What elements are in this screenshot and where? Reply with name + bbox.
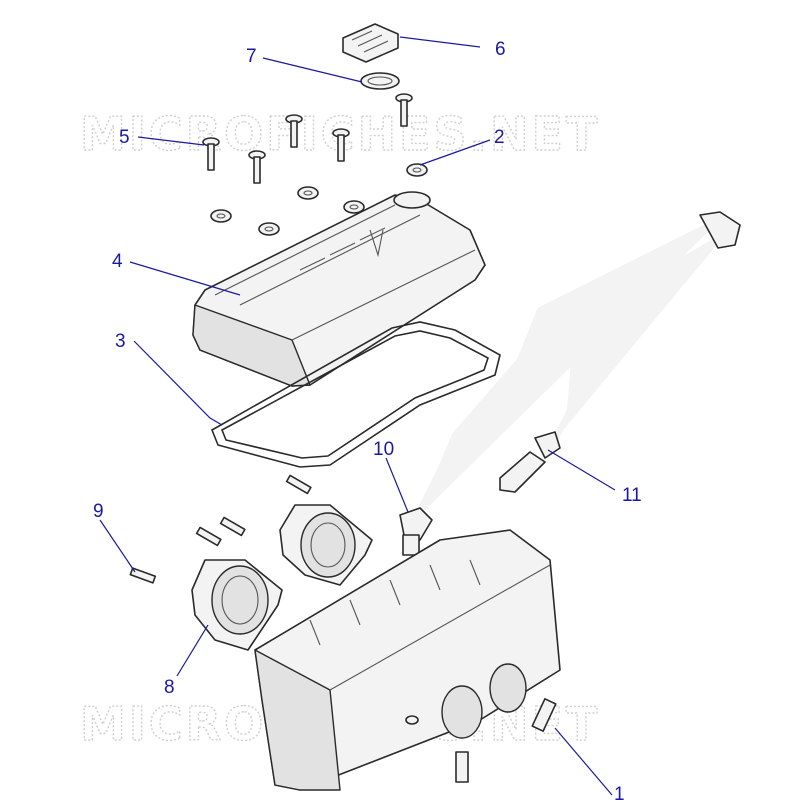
grommets [210,163,428,236]
leader-2 [419,139,491,166]
callout-9: 9 [93,501,104,522]
leader-6 [399,36,481,48]
callout-5: 5 [119,127,130,148]
callout-1: 1 [614,784,625,800]
callout-8: 8 [164,677,175,698]
callout-7: 7 [246,46,257,67]
cover-bolts [202,93,413,184]
leader-11 [547,449,616,491]
leader-5 [137,136,205,146]
leader-8 [176,624,209,677]
valve-cover [192,191,486,387]
clamp-bolts [129,474,312,584]
breather-hoses [399,211,741,556]
callout-10: 10 [373,439,394,460]
callout-3: 3 [115,331,126,352]
leader-10 [385,457,409,513]
spark-plugs [455,698,557,783]
leader-7 [262,57,363,83]
leader-4 [129,261,241,296]
callout-4: 4 [112,251,123,272]
leader-1 [554,727,613,796]
callout-6: 6 [495,39,506,60]
callout-11: 11 [622,485,642,506]
valve-cover-gasket [210,321,501,468]
oil-filler-cap [342,23,399,63]
leader-3 [133,340,223,426]
intake-boots [191,504,373,651]
callout-labels: 6 7 5 2 4 3 10 11 9 8 1 [93,39,642,800]
leader-9 [99,519,136,573]
leader-lines [99,36,616,796]
o-ring [360,72,400,90]
callout-2: 2 [494,127,505,148]
cylinder-head [254,529,561,791]
